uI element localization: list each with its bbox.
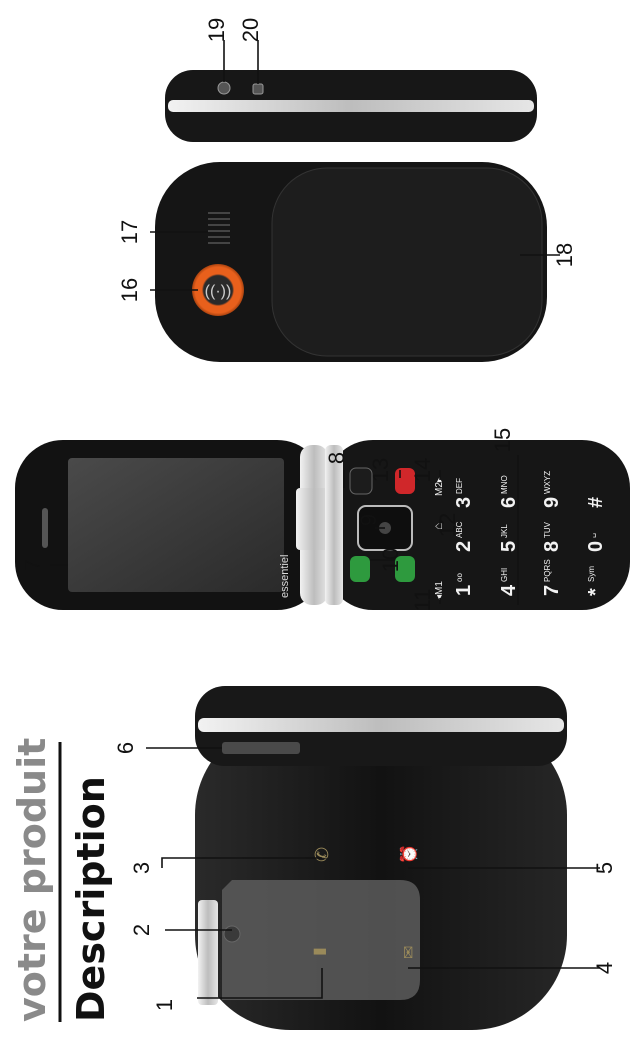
callout-4: 4: [592, 962, 617, 974]
sos-signal-icon: ((·)): [205, 283, 232, 300]
key-4: 4 GHI: [498, 568, 520, 596]
svg-text:4: 4: [498, 584, 520, 596]
sos-button: [192, 264, 244, 316]
headphone-jack: [217, 81, 231, 95]
home-key-icon: ⌂: [431, 523, 445, 530]
callout-lines: [50, 40, 600, 999]
outer-display-window: [222, 880, 420, 1000]
external-camera: [223, 925, 241, 943]
callout-2: 2: [129, 924, 154, 936]
callout-12: 12: [435, 513, 460, 537]
key-6: 6 MNO: [498, 475, 520, 508]
callout-5: 5: [592, 862, 617, 874]
page-title: Description: [69, 776, 113, 1022]
key-1: 1 oo: [453, 573, 475, 596]
svg-text:0: 0: [585, 541, 607, 552]
phone-closed-side: [195, 686, 567, 766]
call-key-left-2: [395, 556, 415, 582]
call-key-left-1: [350, 556, 370, 582]
numeric-keypad: 1 oo 2 ABC 3 DEF 4 GHI 5 JKL 6 MNO 7 PQRS 8 TUV 9 WXYZ * Sy…: [453, 471, 607, 596]
key-5: 5 JKL: [498, 524, 520, 552]
phone-back: ((·)): [155, 162, 547, 362]
indicator-icon-message: ✉: [401, 946, 418, 959]
key-7: 7 PQRS: [541, 559, 563, 596]
svg-text:▮: ▮: [311, 947, 328, 956]
svg-text:3: 3: [453, 497, 475, 508]
key-2: 2 ABC: [453, 521, 475, 552]
lower-silver-rim: [325, 445, 343, 605]
svg-text:WXYZ: WXYZ: [543, 471, 552, 494]
callout-3: 3: [129, 862, 154, 874]
callout-16: 16: [117, 278, 142, 302]
svg-text:TUV: TUV: [543, 521, 552, 538]
indicator-icon-alarm: ⏰: [399, 844, 418, 864]
svg-text:⏰: ⏰: [399, 844, 418, 864]
heading-group: votre produit Description: [10, 738, 113, 1022]
svg-text:GHI: GHI: [500, 568, 509, 582]
svg-text:1: 1: [453, 585, 475, 596]
callout-18: 18: [552, 243, 577, 267]
memory-key-m2: M2▸: [434, 477, 445, 496]
svg-text:MNO: MNO: [500, 475, 509, 494]
callout-15: 15: [490, 428, 515, 452]
top-side-silver-band: [168, 100, 534, 112]
svg-text:JKL: JKL: [500, 524, 509, 538]
indicator-icon-battery: ▮: [311, 947, 328, 956]
svg-text:*: *: [585, 588, 607, 596]
svg-text:8: 8: [541, 541, 563, 552]
svg-text:DEF: DEF: [455, 478, 464, 494]
svg-text:✆: ✆: [312, 847, 332, 862]
key-0: 0␣: [585, 533, 607, 552]
callout-11: 11: [410, 589, 435, 612]
battery-cover: [271, 167, 543, 357]
callout-19: 19: [204, 18, 229, 42]
phone-top-side: [165, 70, 537, 142]
main-screen: [68, 458, 284, 592]
earpiece: [42, 508, 48, 548]
callout-6: 6: [113, 742, 138, 754]
key-3: 3 DEF: [453, 478, 475, 508]
callout-13: 13: [368, 458, 393, 482]
left-softkey: [349, 467, 373, 495]
indicator-icon-call: ✆: [312, 847, 332, 862]
key-8: 8 TUV: [541, 521, 563, 552]
svg-text:2: 2: [453, 541, 475, 552]
loudspeaker-grille: [208, 212, 230, 244]
usb-port: [252, 83, 264, 95]
hinge-block: [296, 488, 332, 550]
phone-open: essentiel ◂M1 M2▸ ⌂ 1 oo 2 ABC 3 DEF 4 GHI 5 JKL 6…: [15, 440, 630, 610]
svg-text:✉: ✉: [401, 946, 418, 959]
svg-text:#: #: [585, 497, 607, 508]
callout-14: 14: [410, 458, 435, 482]
closed-hinge: [198, 900, 218, 1005]
svg-text:6: 6: [498, 497, 520, 508]
key-9: 9 WXYZ: [541, 471, 563, 508]
phone-closed-front: ✆ ▮ ⏰ ✉: [195, 720, 567, 1030]
svg-text:Sym: Sym: [587, 566, 596, 582]
closed-side-silver-band: [198, 718, 564, 732]
callout-7: 7: [20, 559, 45, 571]
svg-text:ABC: ABC: [455, 521, 464, 538]
memory-key-m1: ◂M1: [434, 581, 445, 600]
callout-17: 17: [117, 220, 142, 244]
callout-8: 8: [324, 452, 349, 464]
key-star: * Sym: [585, 566, 607, 596]
svg-text:oo: oo: [455, 573, 464, 582]
callout-9: 9: [356, 514, 381, 526]
svg-text:␣: ␣: [587, 533, 596, 538]
svg-text:5: 5: [498, 541, 520, 552]
svg-text:PQRS: PQRS: [543, 559, 552, 582]
callout-20: 20: [238, 18, 263, 42]
section-title: votre produit: [10, 738, 54, 1022]
side-volume-key: [222, 742, 300, 754]
callout-1: 1: [152, 999, 177, 1011]
brand-logo: essentiel: [279, 555, 291, 598]
svg-text:7: 7: [541, 585, 563, 596]
svg-text:9: 9: [541, 497, 563, 508]
callout-10: 10: [378, 548, 403, 572]
key-hash: #: [585, 497, 607, 508]
